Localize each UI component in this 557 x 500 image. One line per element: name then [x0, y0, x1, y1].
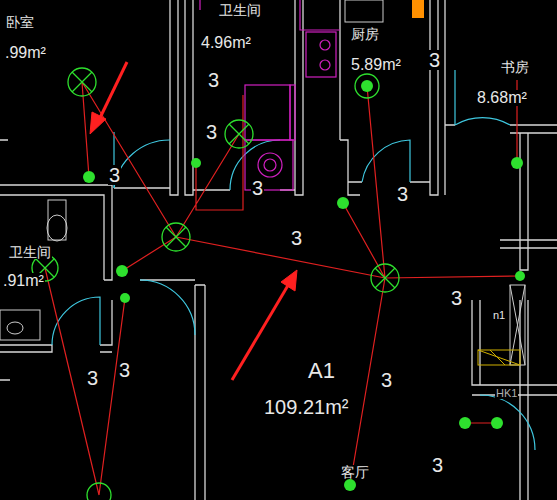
- room-label: 8.68m²: [476, 90, 528, 106]
- wire-count: 3: [86, 368, 99, 388]
- wire-count: 3: [428, 50, 441, 70]
- room-label: 客厅: [340, 465, 370, 479]
- wire-count: 3: [431, 455, 444, 475]
- wire-count: 3: [380, 370, 393, 390]
- wire-count: 3: [290, 228, 303, 248]
- room-label: 109.21m²: [263, 397, 350, 417]
- room-label: HK1: [495, 388, 518, 399]
- wire-count: 3: [108, 165, 121, 185]
- room-label: n1: [492, 310, 506, 321]
- wire-count: 3: [450, 288, 463, 308]
- room-label: 书房: [500, 60, 530, 74]
- room-label: A1: [307, 360, 336, 382]
- wire-count: 3: [207, 70, 220, 90]
- room-label: 厨房: [350, 27, 380, 41]
- wire-count: 3: [118, 360, 131, 380]
- wire-count: 3: [205, 122, 218, 142]
- wire-count: 3: [251, 178, 264, 198]
- room-label: .91m²: [2, 273, 45, 289]
- room-label: 卧室: [5, 15, 35, 29]
- room-label: 4.96m²: [200, 35, 252, 51]
- room-label: 卫生间: [218, 3, 262, 17]
- room-label: 卫生间: [8, 245, 52, 259]
- wire-count: 3: [396, 184, 409, 204]
- room-label: .99m²: [4, 45, 47, 61]
- room-label: 5.89m²: [350, 57, 402, 73]
